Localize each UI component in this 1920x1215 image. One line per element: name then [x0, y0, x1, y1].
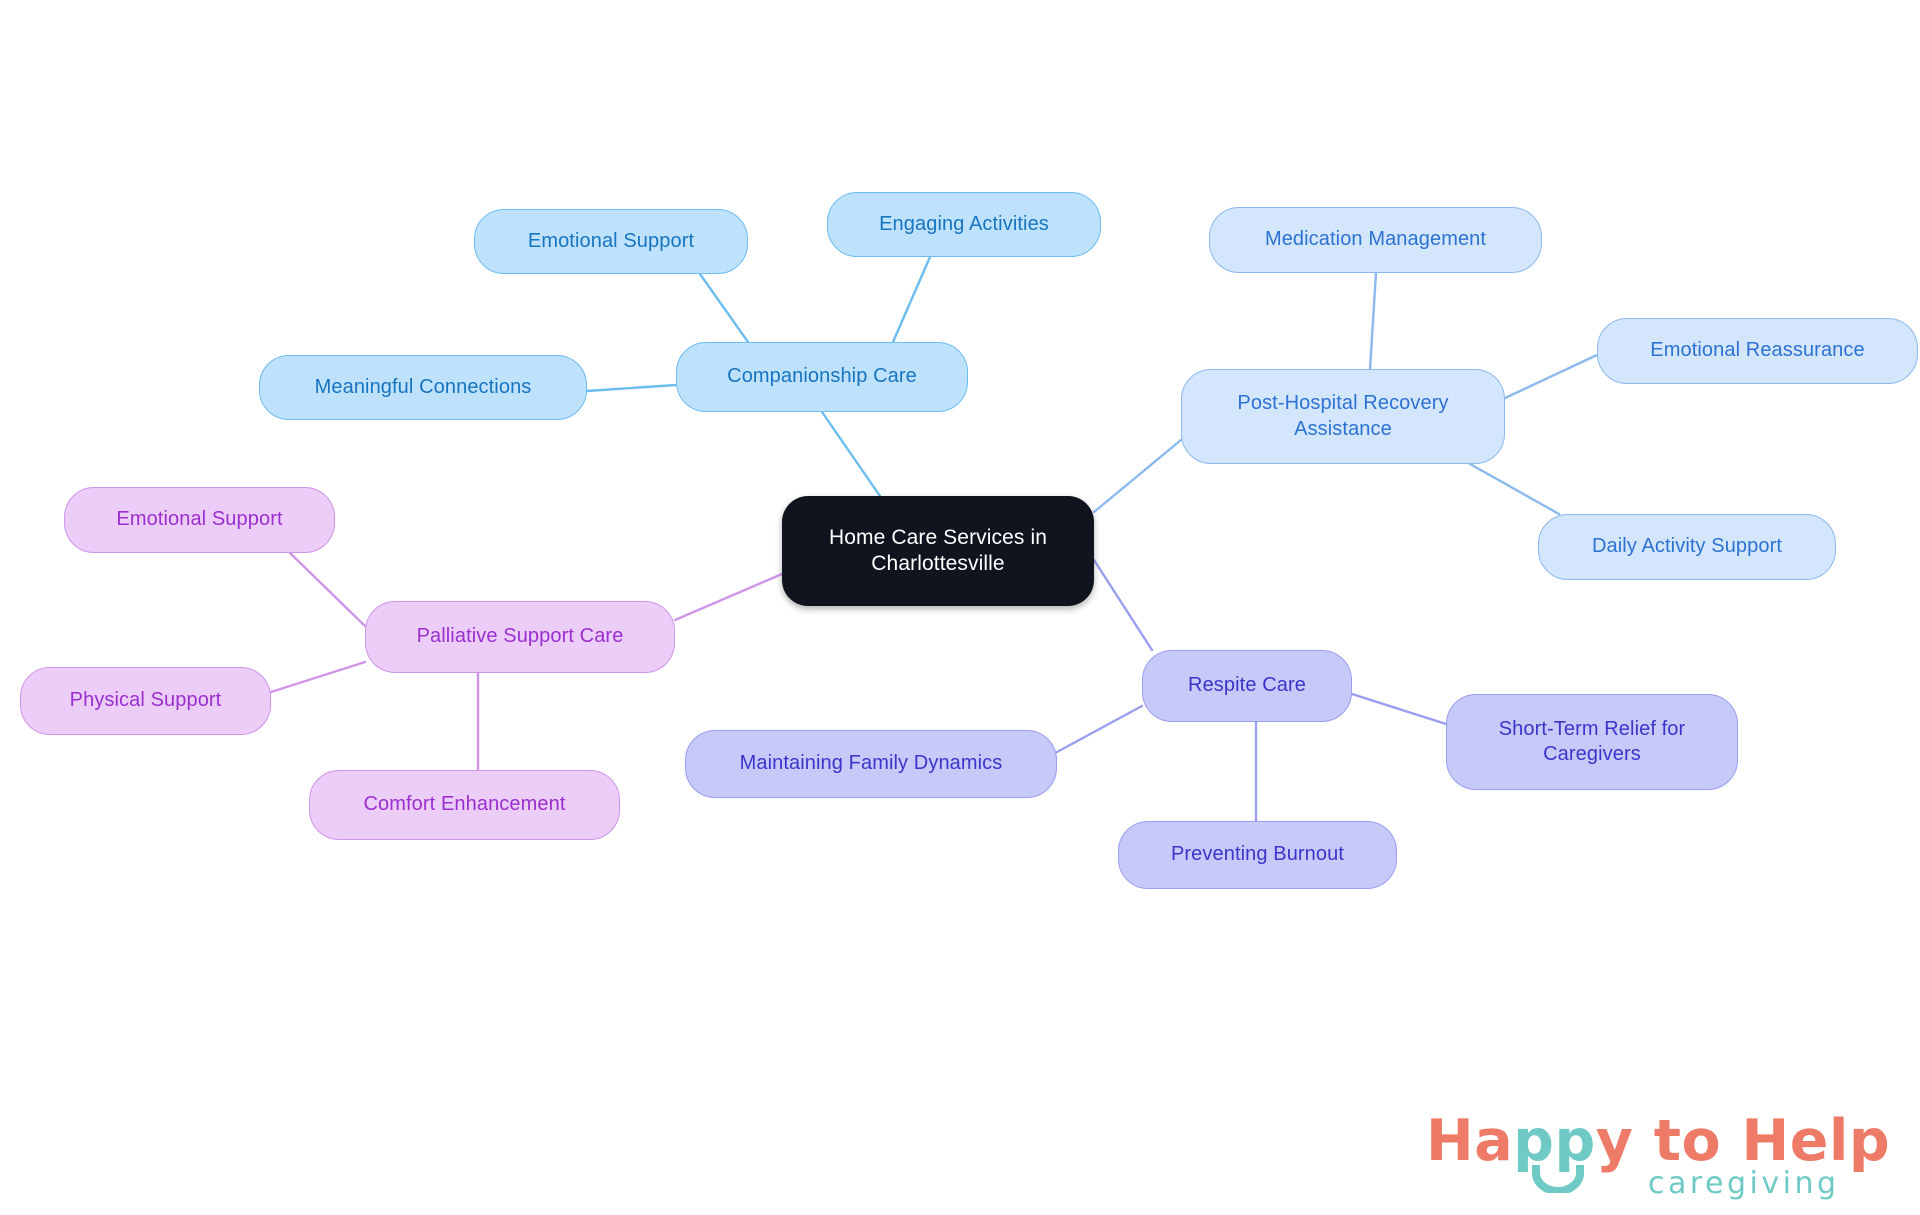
logo-tagline: caregiving — [1648, 1166, 1840, 1201]
smile-icon — [1532, 1165, 1584, 1193]
logo-text-rest: y to Help — [1595, 1108, 1891, 1174]
edge-companionship-care-to-c-emotional-support — [698, 272, 750, 344]
node-branch-respite-care[interactable]: Respite Care — [1142, 650, 1352, 722]
logo-text-ha: Ha — [1426, 1108, 1514, 1174]
logo-text-pp: pp — [1513, 1108, 1596, 1174]
node-leaf-companionship-care-emotional-support[interactable]: Emotional Support — [474, 209, 748, 274]
edge-root-to-post-hospital-recovery-assistance — [1092, 438, 1183, 514]
node-leaf-post-hospital-recovery-assistance-medication-management[interactable]: Medication Management — [1209, 207, 1542, 273]
edge-respite-care-to-r-maintaining-family-dynamics — [1055, 704, 1144, 754]
node-leaf-palliative-support-care-physical-support[interactable]: Physical Support — [20, 667, 271, 735]
brand-logo: Happy to Help caregiving — [1426, 1108, 1896, 1208]
node-branch-companionship-care[interactable]: Companionship Care — [676, 342, 968, 412]
edge-palliative-support-care-to-pa-physical-support — [269, 660, 367, 694]
node-leaf-respite-care-preventing-burnout[interactable]: Preventing Burnout — [1118, 821, 1397, 889]
node-branch-palliative-support-care[interactable]: Palliative Support Care — [365, 601, 675, 673]
node-leaf-respite-care-short-term-relief-for-caregivers[interactable]: Short-Term Relief for Caregivers — [1446, 694, 1738, 790]
edge-post-hospital-recovery-assistance-to-p-medication-management — [1368, 271, 1378, 371]
edge-post-hospital-recovery-assistance-to-p-daily-activity-support — [1468, 462, 1561, 516]
edge-companionship-care-to-c-engaging-activities — [891, 255, 932, 344]
edge-palliative-support-care-to-pa-emotional-support — [288, 551, 367, 628]
edge-companionship-care-to-c-meaningful-connections — [585, 383, 678, 393]
node-leaf-palliative-support-care-comfort-enhancement[interactable]: Comfort Enhancement — [309, 770, 620, 840]
edge-root-to-respite-care — [1092, 558, 1154, 652]
node-leaf-respite-care-maintaining-family-dynamics[interactable]: Maintaining Family Dynamics — [685, 730, 1057, 798]
edge-post-hospital-recovery-assistance-to-p-emotional-reassurance — [1503, 353, 1599, 400]
edge-respite-care-to-r-short-term-relief — [1350, 692, 1448, 726]
edge-root-to-palliative-support-care — [673, 572, 784, 622]
node-leaf-companionship-care-meaningful-connections[interactable]: Meaningful Connections — [259, 355, 587, 420]
node-leaf-post-hospital-recovery-assistance-daily-activity-support[interactable]: Daily Activity Support — [1538, 514, 1836, 580]
node-leaf-palliative-support-care-emotional-support[interactable]: Emotional Support — [64, 487, 335, 553]
logo-wordmark: Happy to Help — [1426, 1108, 1890, 1174]
edge-root-to-companionship-care — [820, 410, 882, 498]
node-root-home-care-services-in-charlottesville[interactable]: Home Care Services in Charlottesville — [782, 496, 1094, 606]
node-leaf-companionship-care-engaging-activities[interactable]: Engaging Activities — [827, 192, 1101, 257]
node-leaf-post-hospital-recovery-assistance-emotional-reassurance[interactable]: Emotional Reassurance — [1597, 318, 1918, 384]
node-branch-post-hospital-recovery-assistance[interactable]: Post-Hospital Recovery Assistance — [1181, 369, 1505, 464]
